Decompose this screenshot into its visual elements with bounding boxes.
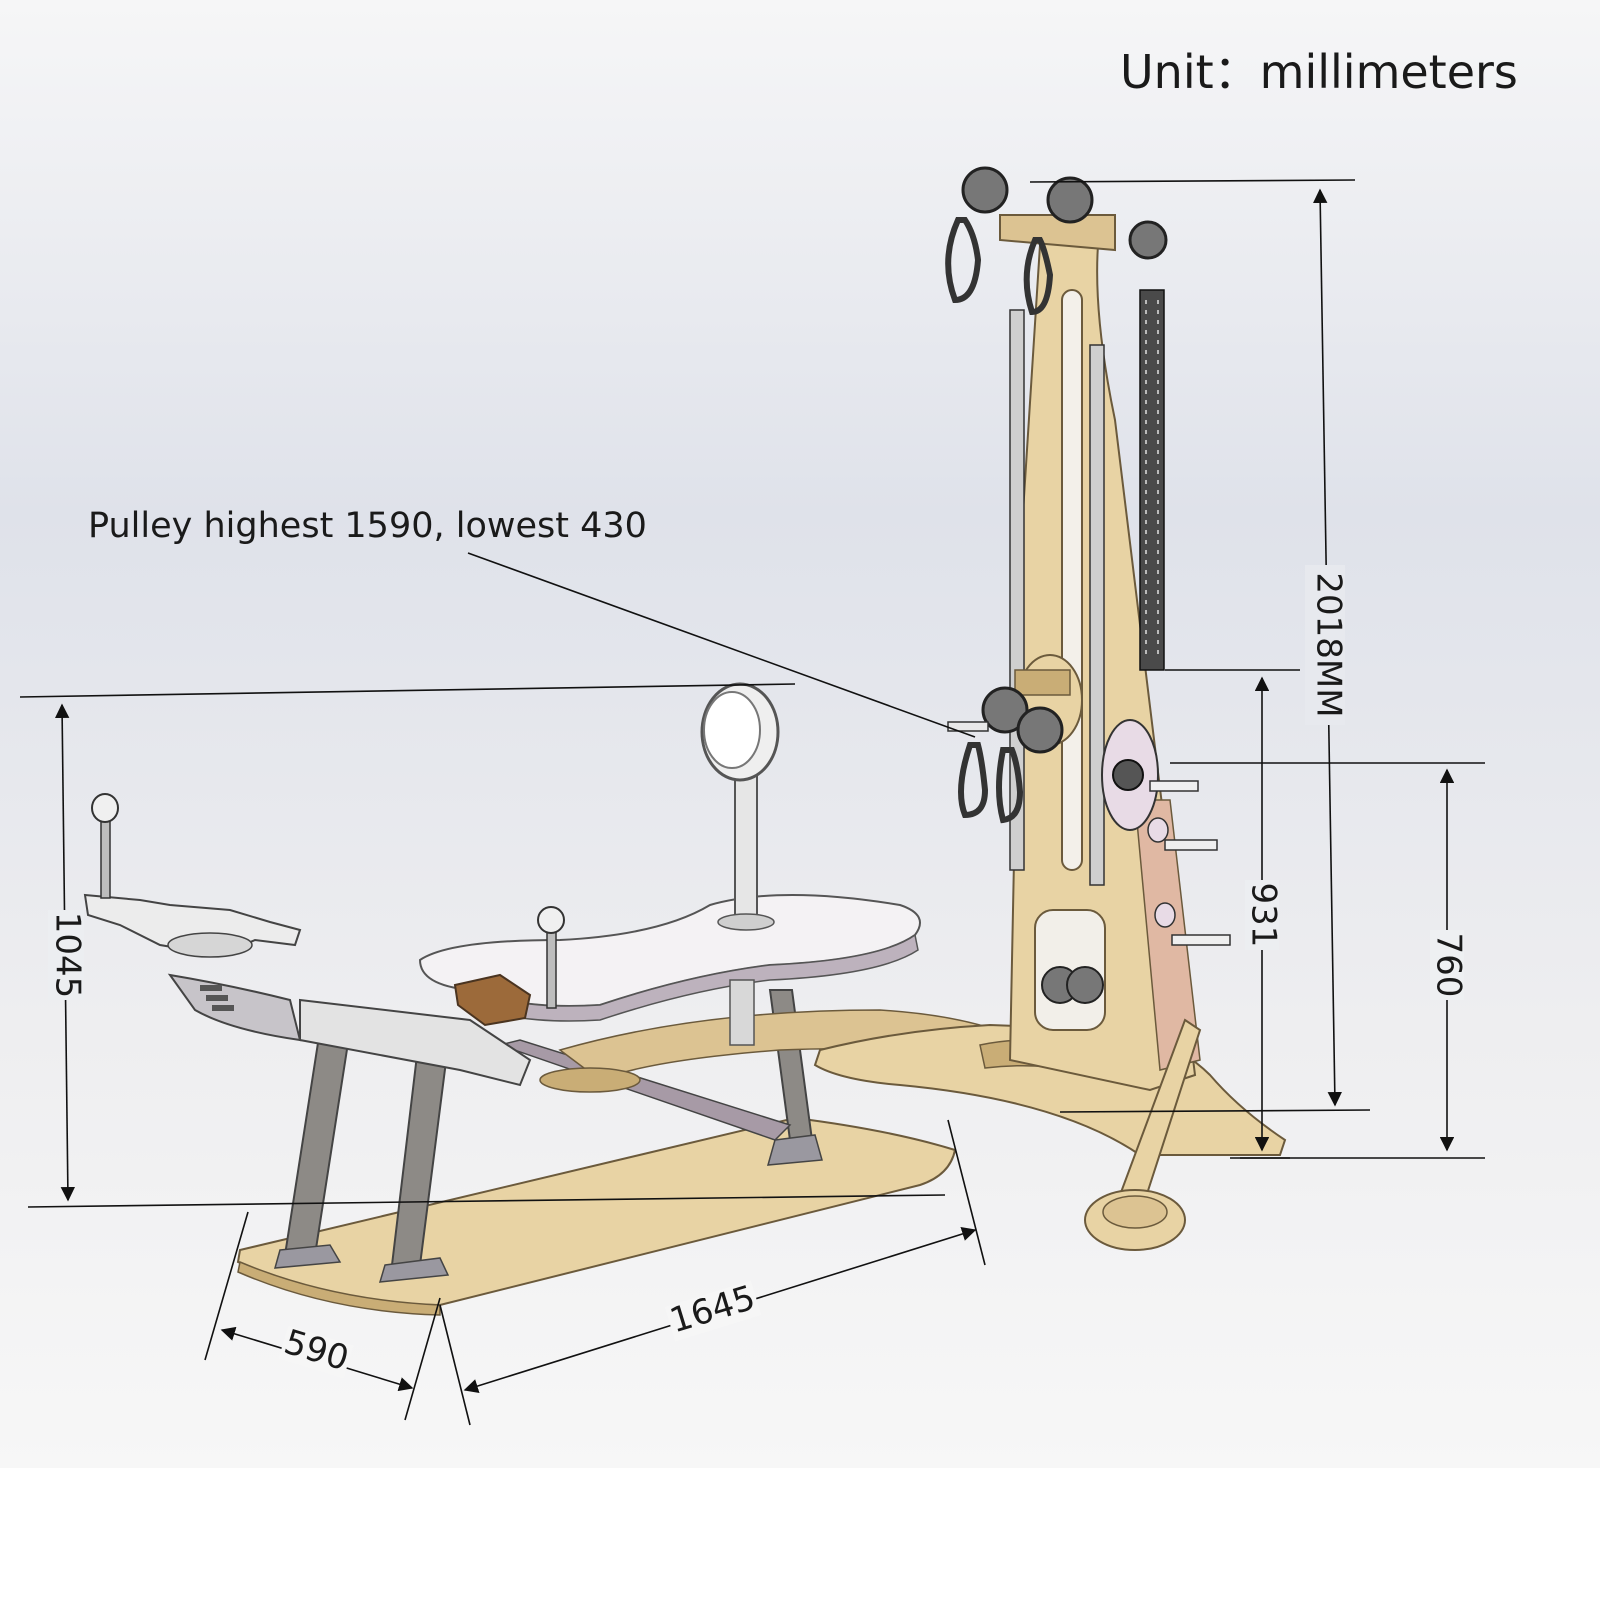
seat-post xyxy=(729,979,755,1046)
dim-label-total-height: 2018MM xyxy=(1309,572,1349,717)
dim-label-carriage-height: 931 xyxy=(1244,883,1284,948)
tower-slot xyxy=(1061,289,1083,871)
carriage-pulley-1 xyxy=(981,686,1029,734)
weight-chain xyxy=(1139,289,1165,671)
plate-peg-3 xyxy=(1171,934,1231,946)
carriage-pulley-2 xyxy=(1016,706,1064,754)
dimension-lines xyxy=(19,179,1485,1426)
backdrop xyxy=(0,0,1600,1468)
leather-pad xyxy=(453,973,532,1027)
white-footer xyxy=(0,1468,1600,1600)
carriage-strap-left xyxy=(958,742,989,819)
top-pulley-side xyxy=(1128,220,1168,260)
unit-label: Unit：millimeters xyxy=(1120,45,1518,99)
tower-cover-pink xyxy=(1134,799,1201,1071)
mid-handle-post xyxy=(546,929,557,1009)
carriage-strap-right xyxy=(996,747,1024,824)
top-pulley-right xyxy=(1046,176,1094,224)
backrest-post xyxy=(734,759,758,921)
bench-assembly xyxy=(83,682,1011,1316)
pulley-note-leader xyxy=(467,552,976,738)
mid-handle-knob xyxy=(537,906,565,934)
dim-label-bench-height: 1045 xyxy=(48,912,88,999)
tower-rail-right xyxy=(1089,344,1105,886)
top-strap-left xyxy=(945,217,982,304)
tower-assembly xyxy=(813,166,1287,1251)
dim-label-plate-height: 760 xyxy=(1429,933,1469,998)
plate-peg-1 xyxy=(1149,780,1199,792)
left-handle-knob xyxy=(91,793,119,823)
left-handle-post xyxy=(100,817,111,899)
top-strap-right xyxy=(1023,237,1054,316)
pulley-note: Pulley highest 1590, lowest 430 xyxy=(88,506,647,546)
bench-brace xyxy=(497,1039,792,1141)
plate-peg-2 xyxy=(1164,839,1218,851)
top-pulley-left xyxy=(961,166,1009,214)
